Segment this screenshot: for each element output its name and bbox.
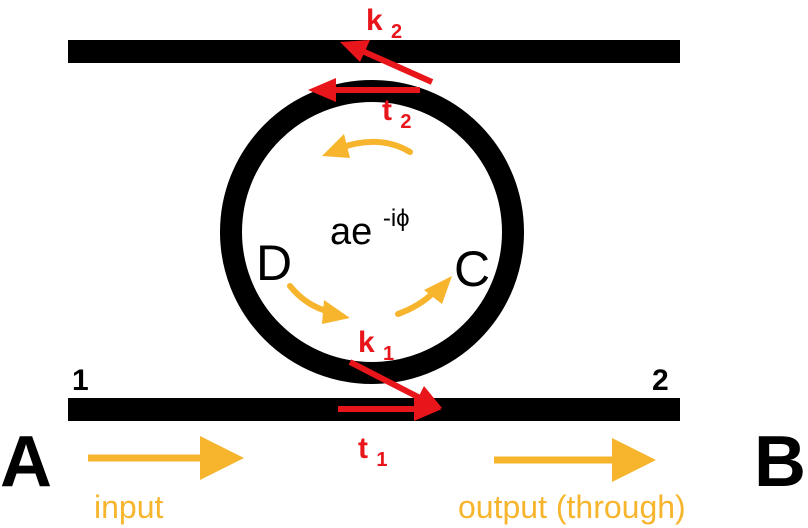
ring-flow-d-arrow (287, 283, 350, 324)
t2-arrow (308, 78, 420, 102)
label-k1-base: k (358, 326, 375, 359)
ring-transfer-base: ae (330, 211, 372, 253)
label-k1-sub: 1 (383, 343, 394, 365)
ring-transfer-label: ae -iϕ (330, 205, 410, 253)
ring-flow-top-arrow (322, 134, 413, 158)
label-d: D (256, 235, 292, 291)
label-c: C (454, 241, 490, 297)
label-input: input (94, 489, 164, 525)
label-t1-sub: 1 (376, 449, 387, 471)
input-arrow (88, 436, 244, 480)
ring-flow-c-arrow (395, 276, 452, 317)
label-t1: t 1 (358, 432, 387, 471)
output-arrow (494, 438, 656, 482)
t1-arrow (338, 397, 442, 421)
label-output: output (through) (458, 489, 686, 525)
label-k2: k 2 (366, 4, 402, 43)
label-k2-sub: 2 (391, 21, 402, 43)
label-t2: t 2 (382, 94, 411, 133)
label-a: A (0, 422, 52, 502)
label-t1-base: t (358, 432, 368, 465)
label-t2-base: t (382, 94, 392, 127)
top-waveguide (68, 40, 680, 63)
ring-transfer-exponent: -iϕ (383, 205, 410, 232)
label-b: B (754, 422, 806, 502)
k2-arrow (340, 40, 434, 85)
label-t2-sub: 2 (400, 111, 411, 133)
label-k1: k 1 (358, 326, 394, 365)
label-k2-base: k (366, 4, 383, 37)
label-port-1: 1 (72, 364, 89, 397)
label-port-2: 2 (652, 364, 669, 397)
